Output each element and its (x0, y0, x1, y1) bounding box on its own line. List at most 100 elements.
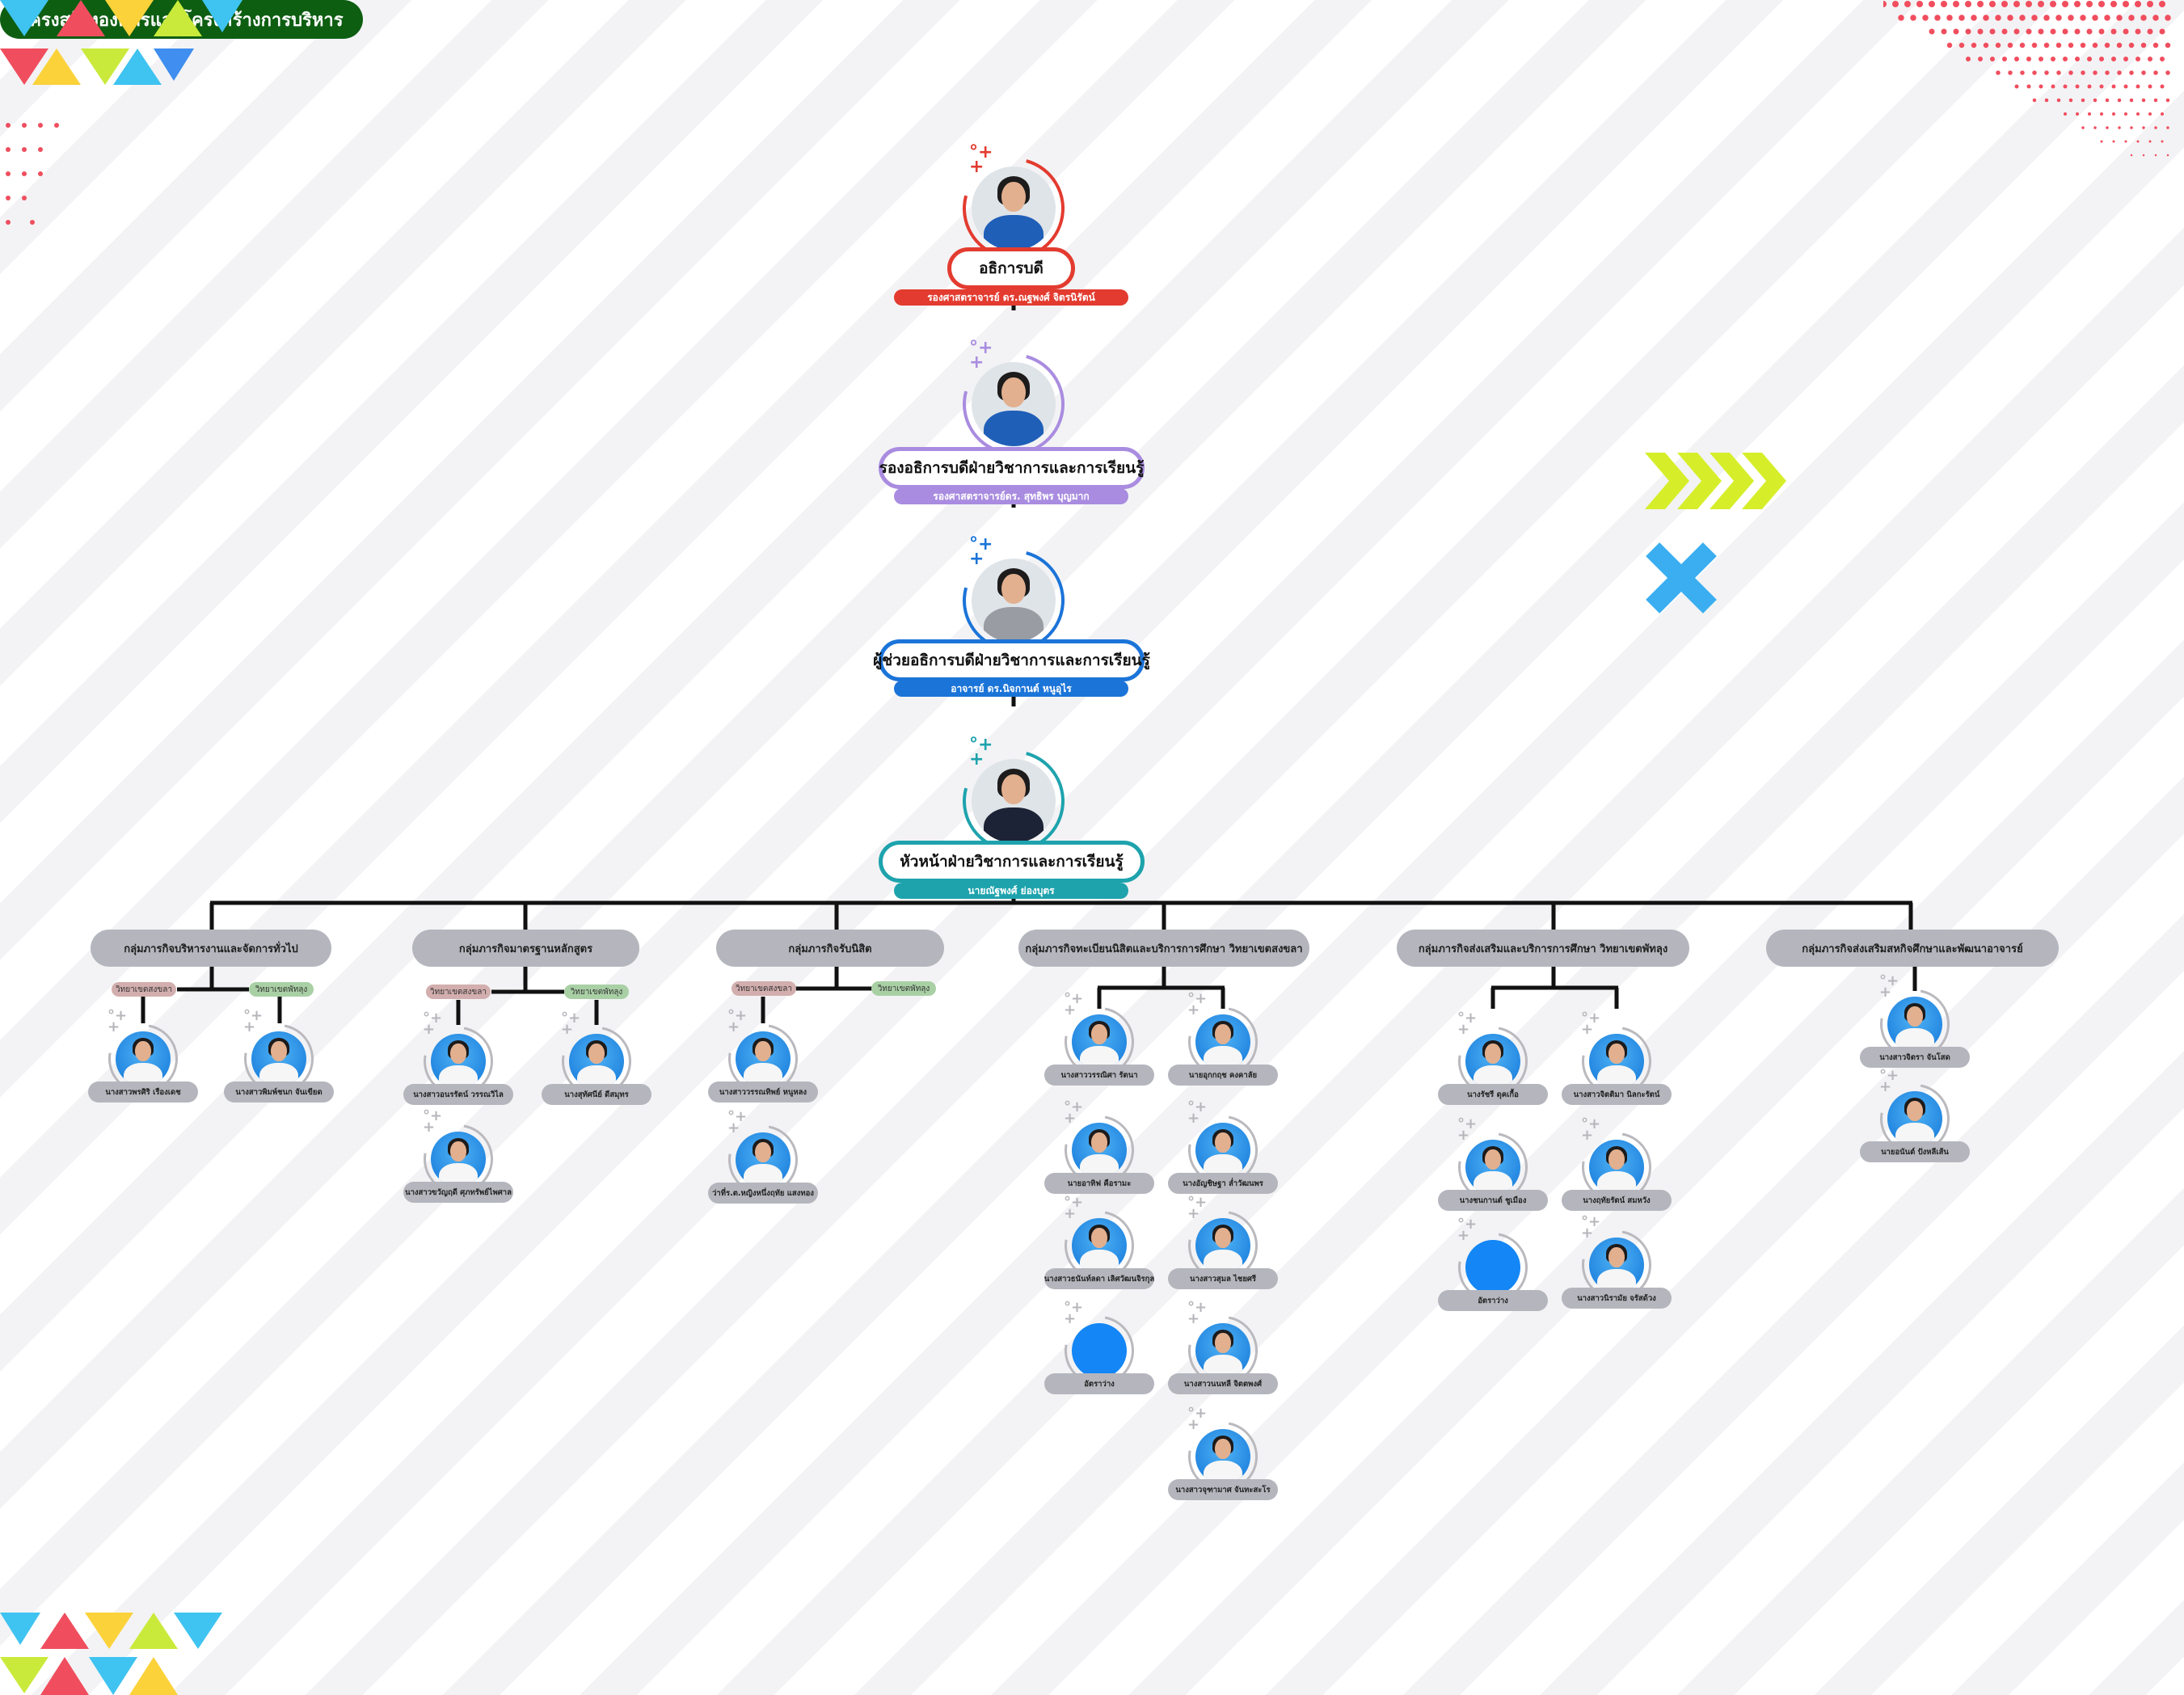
head-shape (755, 1041, 771, 1061)
branch-label-songkhla: วิทยาเขตสงขลา (112, 982, 176, 997)
member-name: นางสาวจิตติมา นิลกะรัตน์ (1562, 1084, 1672, 1105)
member-photo (569, 1034, 624, 1089)
head-shape (1485, 1044, 1501, 1064)
head-shape (1608, 1044, 1625, 1064)
member-name: อัตราว่าง (1438, 1290, 1548, 1311)
member-name: นางอัญชิษฐา ล่ำวัฒนพร (1168, 1173, 1278, 1194)
branch-label-songkhla: วิทยาเขตสงขลา (426, 985, 491, 999)
member-photo (116, 1031, 171, 1086)
sparkle-icon: °+ + (1187, 1194, 1208, 1222)
member-name: อัตราว่าง (1044, 1373, 1154, 1394)
member-photo (1195, 1323, 1250, 1378)
person-photo-icon (972, 759, 1056, 843)
body-shape (983, 807, 1044, 843)
sparkle-icon: °+ + (1879, 972, 1899, 1001)
person-photo-icon (1465, 1140, 1520, 1195)
member-photo (1195, 1014, 1250, 1069)
leader-position-title: หัวหน้าฝ่ายวิชาการและการเรียนรู้ (879, 841, 1145, 883)
person-photo-icon (1887, 1091, 1942, 1146)
sparkle-icon: °+ + (243, 1007, 264, 1035)
head-shape (1001, 181, 1026, 213)
member-photo (1589, 1238, 1644, 1292)
member-name: นางสาวพิมพ์ชนก จันเขียด (224, 1082, 334, 1103)
sparkle-icon: °+ + (423, 1107, 443, 1136)
leader-name: อาจารย์ ดร.นิจกานต์ หนูอุไร (894, 681, 1128, 697)
person-photo-icon (1887, 997, 1942, 1052)
person-photo-icon (1195, 1218, 1250, 1273)
member-photo (1195, 1123, 1250, 1178)
person-photo-icon (736, 1031, 791, 1086)
leader-photo (972, 167, 1056, 251)
person-photo-icon (736, 1132, 791, 1187)
group-curriculum-standards[interactable]: กลุ่มภารกิจมาตรฐานหลักสูตร (412, 930, 639, 967)
leader-position-title: รองอธิการบดีฝ่ายวิชาการและการเรียนรู้ (879, 447, 1145, 489)
member-photo (251, 1031, 306, 1086)
person-photo-icon (1195, 1014, 1250, 1069)
member-name: นายอุกกฤช คงคาลัย (1168, 1065, 1278, 1086)
head-shape (1907, 1006, 1923, 1027)
triangle-decoration-top-left (0, 0, 242, 225)
person-photo-icon (251, 1031, 306, 1086)
member-name: นางสาวนิรามัย จรัสด้วง (1562, 1288, 1672, 1309)
group-general-admin[interactable]: กลุ่มภารกิจบริหารงานและจัดการทั่วไป (91, 930, 331, 967)
sparkle-icon: °+ + (1581, 1213, 1601, 1242)
sparkle-icon: °+ + (1064, 1299, 1084, 1327)
member-photo (1072, 1014, 1127, 1069)
sparkle-icon: °+ + (1457, 1115, 1478, 1144)
sparkle-icon: °+ + (1581, 1115, 1601, 1144)
member-photo (1072, 1218, 1127, 1273)
person-photo-icon (1072, 1123, 1127, 1178)
member-photo (1195, 1429, 1250, 1484)
sparkle-icon: °+ + (1064, 1098, 1084, 1127)
leader-photo (972, 362, 1056, 446)
member-name: นายอาทิฟ คือรามะ (1044, 1173, 1154, 1194)
sparkle-icon: °+ + (1064, 1194, 1084, 1222)
sparkle-icon: °+ + (1581, 1010, 1601, 1038)
person-photo-icon (1589, 1140, 1644, 1195)
branch-label-phatthalung: วิทยาเขตพัทลุง (564, 985, 629, 999)
head-shape (1001, 774, 1026, 805)
sparkle-icon: °+ + (969, 142, 993, 177)
sparkle-icon: °+ + (969, 735, 993, 769)
person-photo-icon (431, 1034, 486, 1089)
sparkle-icon: °+ + (1187, 1405, 1208, 1433)
sparkle-icon: °+ + (561, 1010, 581, 1038)
head-shape (1001, 377, 1026, 408)
branch-label-phatthalung: วิทยาเขตพัทลุง (249, 982, 314, 997)
member-name: นายอนันต์ ปังหลีเส้น (1860, 1141, 1970, 1162)
head-shape (1215, 1439, 1231, 1459)
dots-decoration-top-right (1883, 1, 2171, 157)
sparkle-icon: °+ + (423, 1010, 443, 1038)
member-name: นางชนกานต์ ชูเมือง (1438, 1190, 1548, 1211)
group-education-services-phatthalung[interactable]: กลุ่มภารกิจส่งเสริมและบริการการศึกษา วิท… (1397, 930, 1689, 967)
chevron-arrows-decoration (1645, 453, 1786, 613)
member-photo (1887, 1091, 1942, 1146)
head-shape (135, 1041, 151, 1061)
head-shape (450, 1141, 466, 1162)
sparkle-icon: °+ + (969, 338, 993, 373)
person-photo-icon (116, 1031, 171, 1086)
member-photo (1887, 997, 1942, 1052)
member-photo (431, 1132, 486, 1187)
person-photo-icon (1195, 1429, 1250, 1484)
head-shape (1001, 573, 1026, 605)
person-photo-icon (1465, 1034, 1520, 1089)
member-name: นางสาวขวัญฤดี ศุภทรัพย์ไพศาล (403, 1182, 513, 1203)
member-name: นางสุทัศนีย์ ดีสมุทร (542, 1084, 651, 1105)
member-name: นางสาวสุมล ไชยศรี (1168, 1268, 1278, 1289)
sparkle-icon: °+ + (1879, 1067, 1899, 1095)
member-name: นางสาวธนันท์ลดา เลิศวัฒนจิรกุล (1044, 1268, 1154, 1289)
leader-name: รองศาสตราจารย์ดร. สุทธิพร บุญมาก (894, 488, 1128, 504)
group-coop-education-faculty-dev[interactable]: กลุ่มภารกิจส่งเสริมสหกิจศึกษาและพัฒนาอาจ… (1766, 930, 2059, 967)
group-admissions[interactable]: กลุ่มภารกิจรับนิสิต (716, 930, 944, 967)
member-photo (1195, 1218, 1250, 1273)
branch-label-phatthalung: วิทยาเขตพัทลุง (871, 981, 936, 996)
leader-position-title: อธิการบดี (947, 247, 1075, 289)
member-photo (431, 1034, 486, 1089)
head-shape (1608, 1247, 1625, 1267)
body-shape (983, 607, 1044, 643)
group-registration-songkhla[interactable]: กลุ่มภารกิจทะเบียนนิสิตและบริการการศึกษา… (1018, 930, 1309, 967)
sparkle-icon: °+ + (1457, 1216, 1478, 1244)
sparkle-icon: °+ + (1064, 990, 1084, 1018)
head-shape (588, 1044, 605, 1064)
